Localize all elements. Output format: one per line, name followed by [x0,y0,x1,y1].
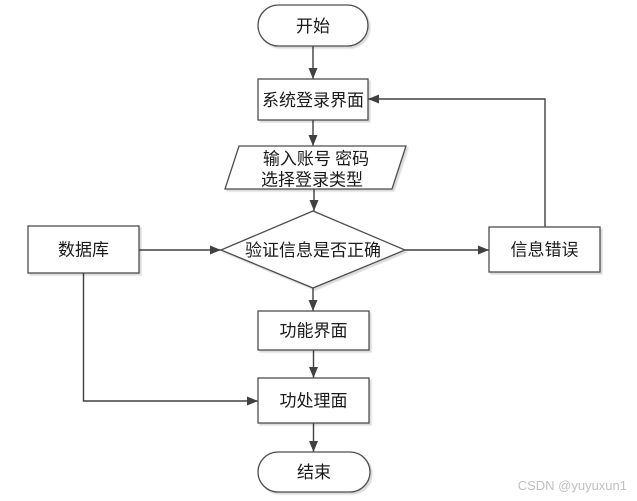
login-process-shape [257,78,369,121]
error-label: 信息错误 [511,241,579,260]
input-parallelogram-shape [224,145,407,190]
input-label-line2: 选择登录类型 [261,171,363,190]
verify-decision-shape [219,210,407,289]
processing-process-shape [257,377,370,424]
start-terminator-shape [257,4,369,47]
start-label: 开始 [296,17,330,36]
shapes-layer [27,4,601,493]
watermark: CSDN @yuyuxun1 [518,478,627,493]
input-label-line1: 输入账号 密码 [263,150,369,169]
error-process-shape [488,226,601,273]
processing-label: 功处理面 [280,392,348,411]
end-label: 结束 [297,463,331,482]
labels-layer: 开始 系统登录界面 输入账号 密码 选择登录类型 验证信息是否正确 数据库 信息… [58,17,579,482]
verify-label: 验证信息是否正确 [245,241,381,260]
function-process-shape [257,310,370,351]
end-terminator-shape [257,451,371,493]
edge-error-to-login [368,94,546,227]
database-label: 数据库 [58,241,109,260]
login-label: 系统登录界面 [262,91,364,110]
database-process-shape [27,225,140,274]
edge-database-to-processing [82,273,258,406]
edges-layer [82,46,546,452]
function-label: 功能界面 [280,322,348,341]
